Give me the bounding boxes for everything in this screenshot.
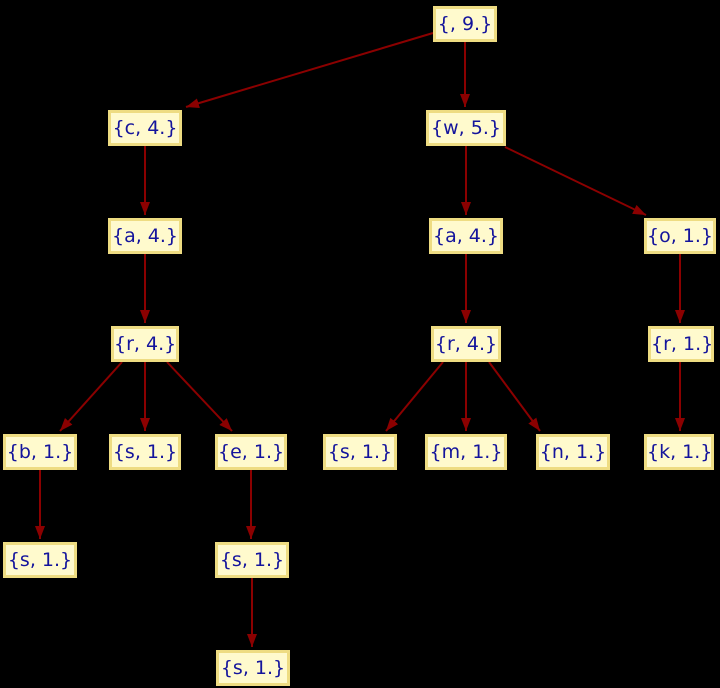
tree-node-c: {c, 4.} [108,110,182,146]
edge-r1-b [59,361,123,432]
tree-node-root: {, 9.} [433,6,497,42]
tree-node-w: {w, 5.} [426,110,506,146]
edge-r2-n [488,361,541,432]
tree-node-n: {n, 1.} [536,434,610,470]
tree-node-s-4: {s, 1.} [215,542,289,578]
edge-r1-e [166,361,233,432]
tree-node-s-5: {s, 1.} [216,650,290,686]
tree-node-a-middle: {a, 4.} [429,218,503,254]
tree-node-s-1: {s, 1.} [109,434,181,470]
tree-node-s-3: {s, 1.} [3,542,77,578]
edge-r2-s2 [385,361,444,432]
tree-node-o: {o, 1.} [644,218,716,254]
tree-node-s-2: {s, 1.} [323,434,397,470]
tree-node-r-middle: {r, 4.} [431,326,501,362]
tree-node-e: {e, 1.} [215,434,287,470]
tree-node-a-left: {a, 4.} [108,218,182,254]
tree-node-m: {m, 1.} [425,434,507,470]
tree-node-b: {b, 1.} [3,434,77,470]
tree-node-k: {k, 1.} [644,434,714,470]
edge-root-c [185,32,434,109]
tree-node-r-right: {r, 1.} [648,326,714,362]
tree-node-r-left: {r, 4.} [111,326,179,362]
edge-w-o [504,146,647,216]
